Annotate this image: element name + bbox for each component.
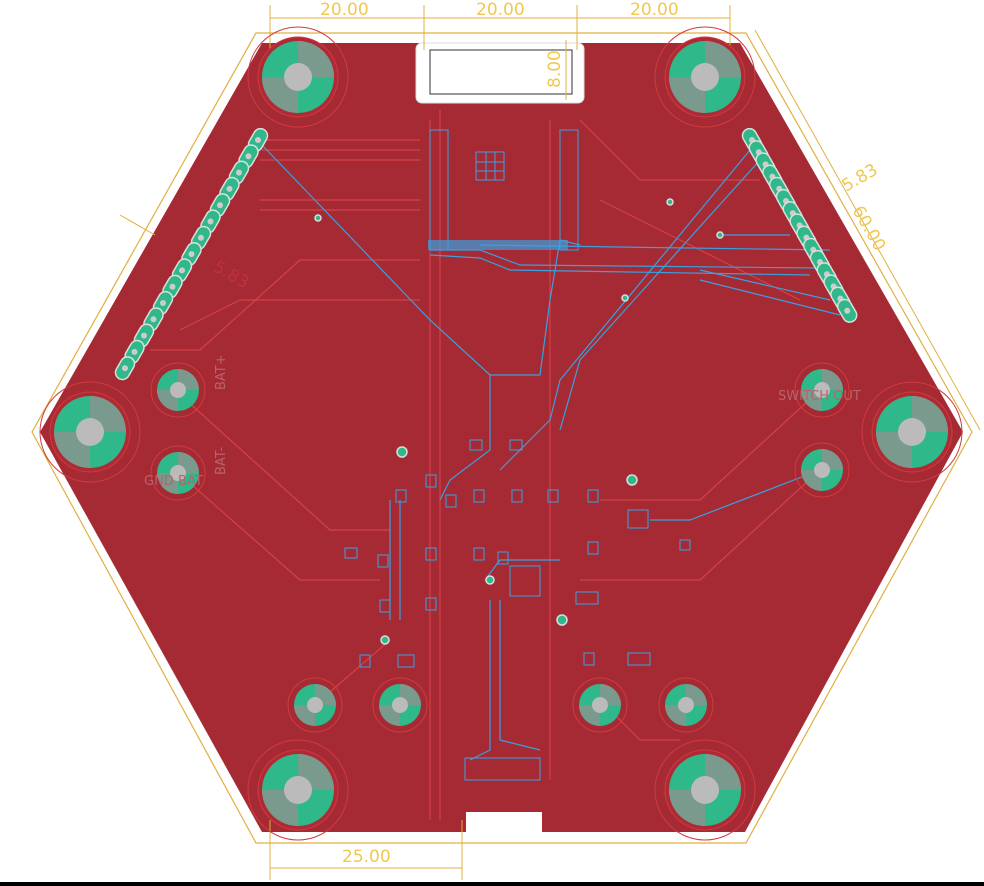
dim-usb-height: 8.00 bbox=[545, 50, 565, 88]
smd-components bbox=[344, 439, 691, 781]
mounting-hole bbox=[861, 381, 963, 483]
mounting-holes bbox=[39, 26, 963, 841]
module-center-pads bbox=[475, 151, 505, 181]
mounting-hole bbox=[247, 739, 349, 841]
mounting-hole bbox=[247, 26, 349, 128]
usb-connector-cutout bbox=[415, 42, 585, 104]
through-hole-pad bbox=[794, 442, 850, 498]
through-hole-pads bbox=[150, 362, 850, 733]
bottom-connector-cutout bbox=[466, 812, 542, 832]
through-hole-pad bbox=[287, 677, 343, 733]
module-pads-left bbox=[429, 129, 449, 251]
mounting-hole bbox=[654, 739, 756, 841]
dim-right-offset: 5.83 bbox=[839, 160, 882, 196]
label-bat-minus: BAT- bbox=[214, 446, 229, 475]
label-gnd-bat: GND BAT bbox=[144, 474, 203, 489]
through-hole-pad bbox=[794, 362, 850, 418]
label-bat-plus: BAT+ bbox=[214, 354, 229, 390]
dim-top-right: 20.00 bbox=[630, 0, 679, 20]
dim-top-middle: 20.00 bbox=[476, 0, 525, 20]
dim-top-left: 20.00 bbox=[320, 0, 369, 20]
window-bottom-border bbox=[0, 882, 984, 886]
pcb-board bbox=[40, 43, 963, 832]
module-pads-right bbox=[559, 129, 579, 251]
through-hole-pad bbox=[150, 445, 206, 501]
mounting-hole bbox=[39, 381, 141, 483]
header-pin bbox=[836, 298, 858, 323]
through-hole-pad bbox=[150, 362, 206, 418]
board-outline-dimension bbox=[31, 32, 973, 844]
through-hole-pad bbox=[372, 677, 428, 733]
label-switch-out: SWITCH OUT bbox=[778, 389, 861, 404]
module-ground-pour bbox=[428, 240, 568, 250]
mounting-hole bbox=[654, 26, 756, 128]
through-hole-pad bbox=[658, 677, 714, 733]
header-pin bbox=[114, 356, 136, 381]
through-hole-pad bbox=[572, 677, 628, 733]
dim-bottom-width: 25.00 bbox=[342, 847, 391, 867]
right-pin-header bbox=[741, 127, 858, 323]
vias bbox=[314, 198, 724, 645]
usb-connector-outline bbox=[429, 49, 573, 95]
left-pin-header bbox=[114, 127, 269, 381]
